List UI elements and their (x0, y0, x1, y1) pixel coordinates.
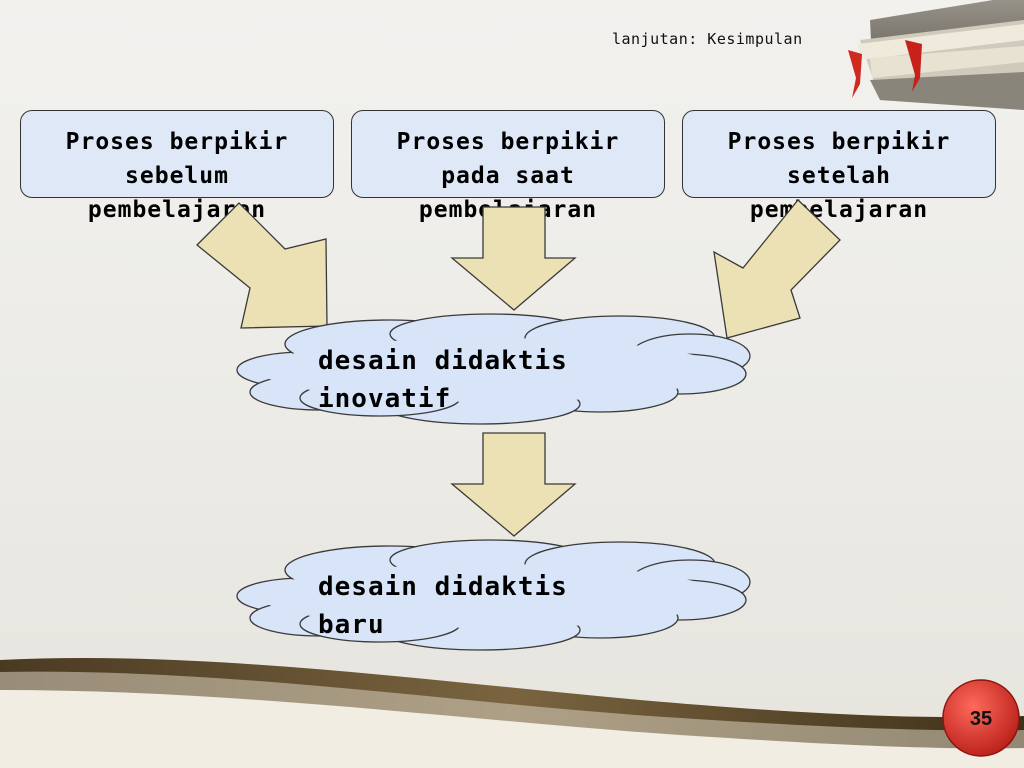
process-box-before: Proses berpikir sebelum pembelajaran (20, 110, 334, 223)
process-box-during-text: Proses berpikir pada saat pembelajaran (352, 125, 664, 227)
cloud-line: inovatif (318, 384, 452, 414)
process-box-after: Proses berpikir setelah pembelajaran (682, 110, 996, 223)
cloud-shape-inovatif (236, 313, 751, 425)
arrow-right-diagonal (713, 199, 841, 339)
process-box-during: Proses berpikir pada saat pembelajaran (351, 110, 665, 223)
book-icon (848, 0, 1024, 110)
arrow-cloud-down (450, 432, 577, 537)
box-line: pada saat (441, 163, 575, 189)
cloud-shape-baru (236, 539, 751, 651)
cloud-line: desain didaktis (318, 346, 568, 376)
cloud-line: baru (318, 610, 385, 640)
slide-subtitle: lanjutan: Kesimpulan (612, 30, 803, 48)
cloud-text-baru: desain didaktis baru (318, 568, 568, 644)
box-line: Proses berpikir (727, 129, 951, 155)
process-box-after-text: Proses berpikir setelah pembelajaran (683, 125, 995, 227)
cloud-line: desain didaktis (318, 572, 568, 602)
arrow-middle-down (450, 206, 577, 311)
box-line: sebelum (125, 163, 229, 189)
box-line: Proses berpikir (396, 129, 620, 155)
box-line: setelah (787, 163, 891, 189)
bottom-wave-decoration (0, 658, 1024, 768)
box-line: pembelajaran (749, 197, 929, 223)
box-line: Proses berpikir (65, 129, 289, 155)
arrow-left-diagonal (196, 202, 328, 329)
page-number: 35 (969, 708, 993, 730)
page-number-badge (942, 679, 1020, 757)
cloud-text-inovatif: desain didaktis inovatif (318, 342, 568, 418)
process-box-before-text: Proses berpikir sebelum pembelajaran (21, 125, 333, 227)
